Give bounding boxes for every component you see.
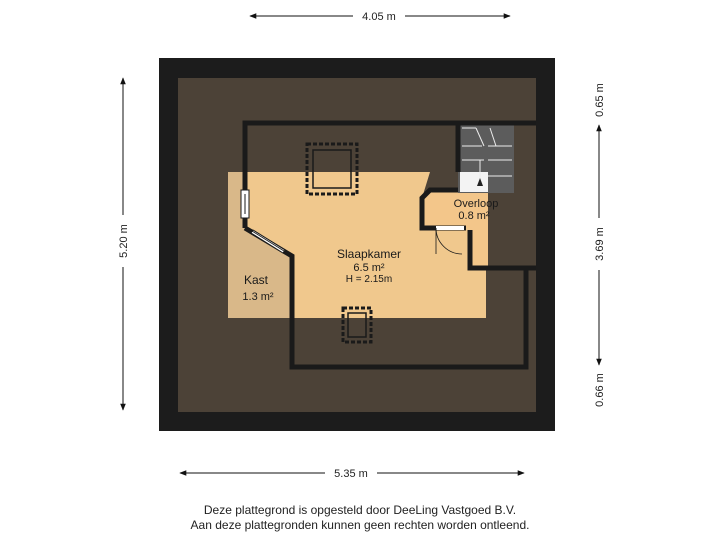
door-kast — [240, 189, 250, 219]
door-slaapkamer — [250, 229, 286, 254]
slaapkamer-name: Slaapkamer — [337, 247, 401, 261]
kast-name: Kast — [244, 273, 269, 287]
door-overloop — [435, 226, 464, 255]
stair-arrow — [477, 178, 483, 186]
slaapkamer-floor — [246, 172, 486, 318]
dim-left: 5.20 m — [118, 224, 130, 258]
overloop-area: 0.8 m² — [458, 210, 490, 222]
kast-area: 1.3 m² — [242, 291, 274, 303]
dim-right-top: 0.65 m — [594, 83, 606, 117]
overloop-name: Overloop — [454, 198, 499, 210]
footer-disclaimer-line-1: Deze plattegrond is opgesteld door DeeLi… — [203, 503, 517, 517]
roof-window-bottom — [341, 306, 373, 344]
floor-plan: Slaapkamer 6.5 m² H = 2.15m Kast 1.3 m² … — [118, 11, 606, 480]
dim-right-bottom: 0.66 m — [594, 373, 606, 407]
slaapkamer-height: H = 2.15m — [346, 274, 392, 285]
dim-bottom: 5.35 m — [334, 468, 368, 480]
slaapkamer-area: 6.5 m² — [353, 262, 385, 274]
footer-disclaimer-line-2: Aan deze plattegronden kunnen geen recht… — [190, 518, 530, 532]
dim-right-middle: 3.69 m — [594, 227, 606, 261]
roof-window-top — [305, 142, 359, 196]
dim-top: 4.05 m — [362, 11, 396, 23]
stair-landing — [460, 172, 488, 192]
